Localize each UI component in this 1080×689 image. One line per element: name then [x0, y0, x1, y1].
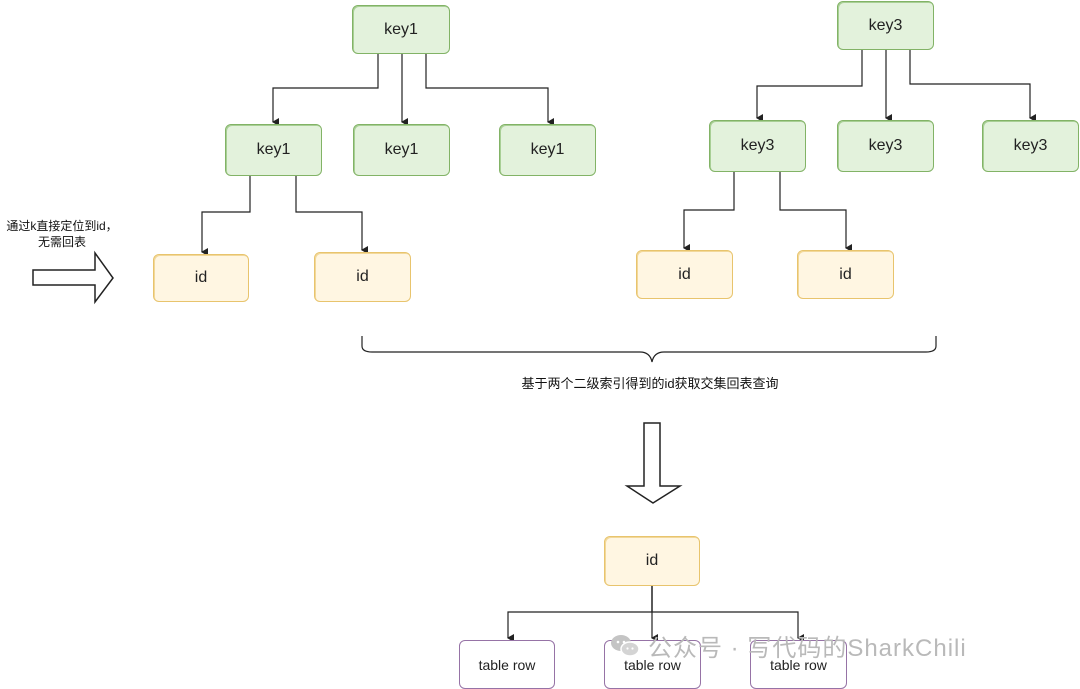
left-id-node-2[interactable]: id: [314, 252, 411, 302]
wechat-icon: [611, 634, 640, 657]
edge-key3-to-id-1: [683, 172, 735, 252]
left-block-arrow: [32, 250, 114, 305]
right-child-node-3[interactable]: key3: [982, 120, 1079, 172]
edge-key3-to-child-1: [756, 50, 863, 122]
edge-id-to-row-3: [651, 586, 804, 642]
right-id-node-2[interactable]: id: [797, 250, 894, 299]
right-root-node[interactable]: key3: [837, 1, 934, 50]
edge-key3-to-id-2: [779, 172, 852, 252]
side-note: 通过k直接定位到id， 无需回表: [2, 218, 122, 250]
watermark-text: 公众号 · 写代码的SharkChili: [648, 635, 967, 662]
table-row-node-1[interactable]: table row: [459, 640, 555, 689]
edge-key1-to-child-3: [425, 54, 554, 126]
right-child-node-1[interactable]: key3: [709, 120, 806, 172]
curly-brace: [361, 336, 937, 363]
side-note-line-2: 无需回表: [37, 235, 86, 249]
left-child-node-1[interactable]: key1: [225, 124, 322, 176]
watermark: 公众号 · 写代码的SharkChili: [610, 628, 967, 663]
table-row-node-3[interactable]: table row: [750, 640, 847, 689]
left-child-node-2[interactable]: key1: [353, 124, 450, 176]
left-root-node[interactable]: key1: [352, 5, 450, 54]
side-note-line-1: 通过k直接定位到id，: [6, 219, 118, 233]
right-id-node-1[interactable]: id: [636, 250, 733, 299]
edge-key1-to-child-1: [272, 54, 379, 126]
bottom-id-node[interactable]: id: [604, 536, 700, 586]
edge-key1-to-id-2: [295, 176, 368, 254]
edge-key3-to-child-3: [909, 50, 1036, 122]
down-block-arrow: [624, 422, 683, 504]
left-id-node-1[interactable]: id: [153, 254, 249, 302]
left-child-node-3[interactable]: key1: [499, 124, 596, 176]
right-child-node-2[interactable]: key3: [837, 120, 934, 172]
brace-caption: 基于两个二级索引得到的id获取交集回表查询: [521, 376, 779, 391]
edge-key1-to-id-1: [201, 176, 251, 256]
